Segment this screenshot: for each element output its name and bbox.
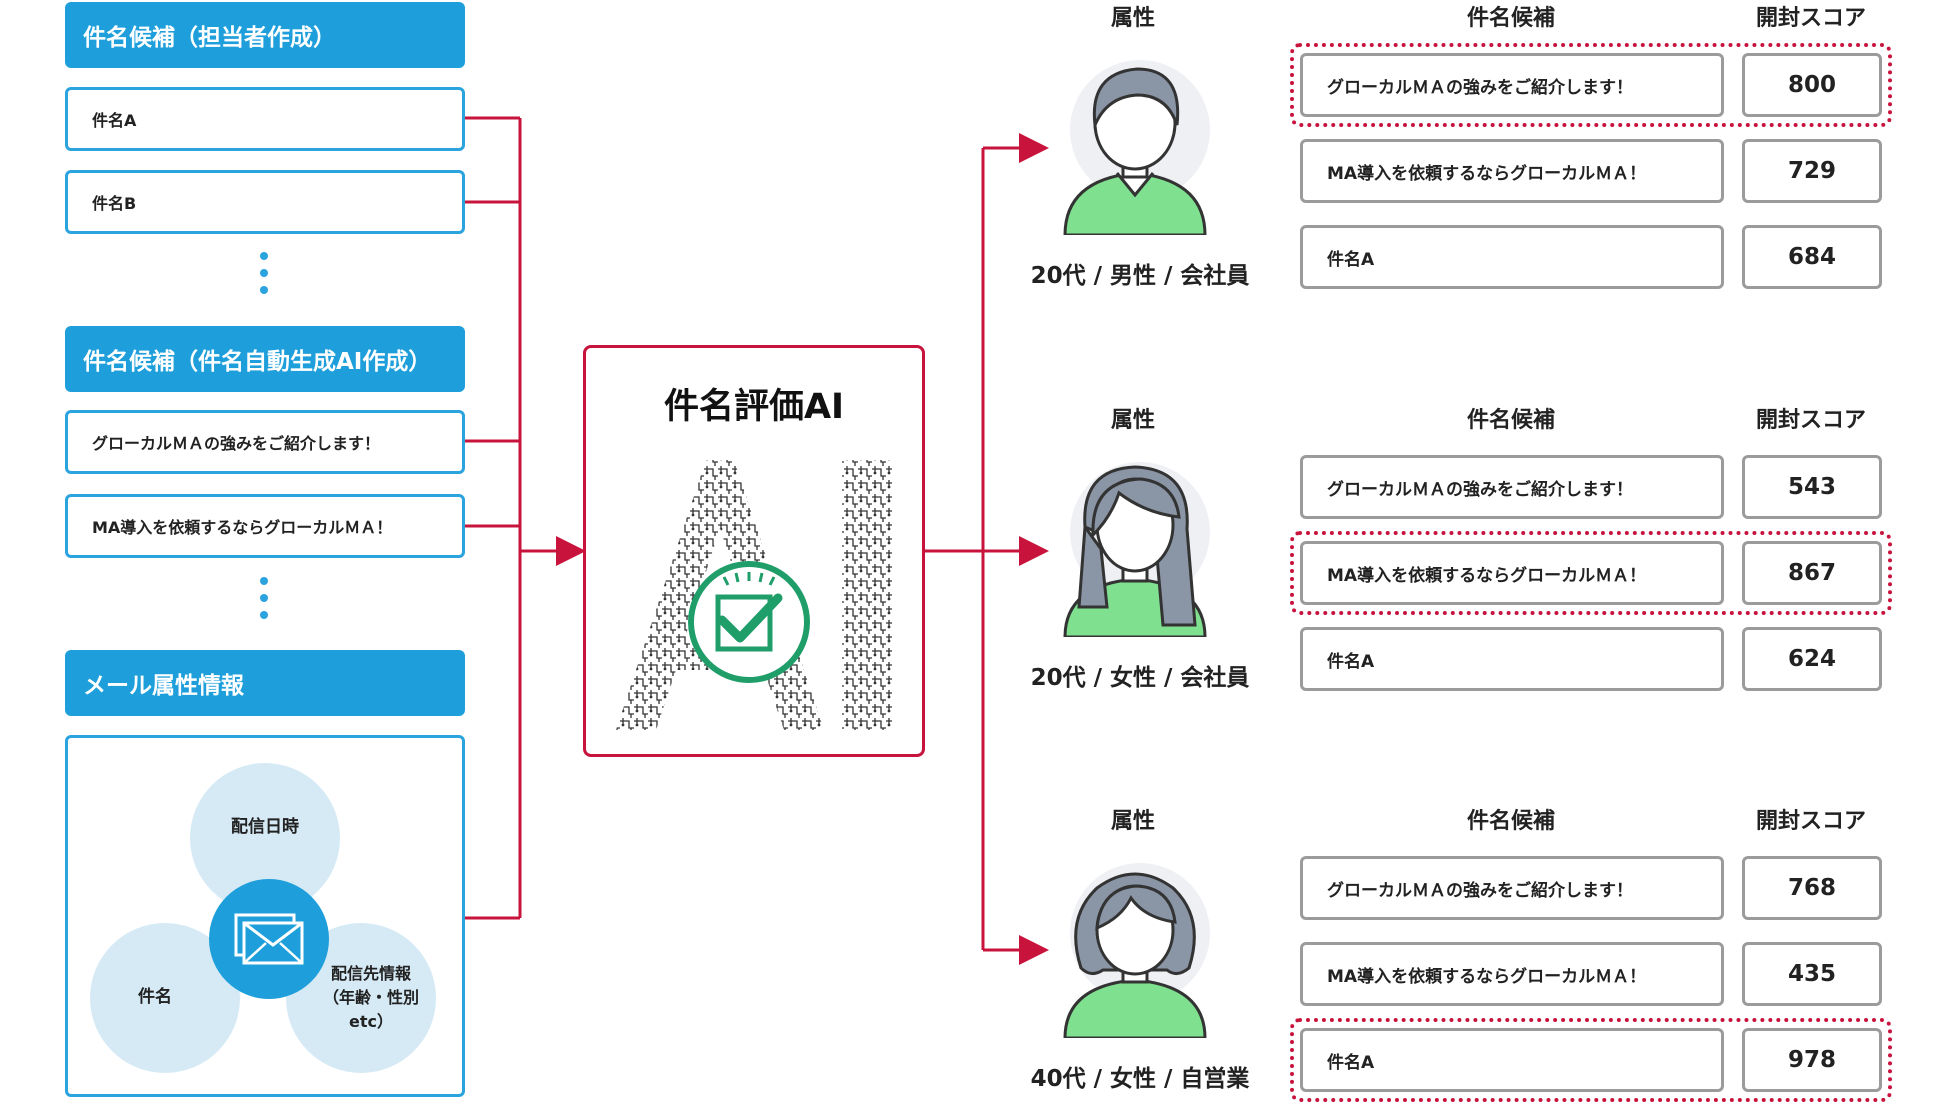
bubble-label: 件名 <box>138 987 172 1008</box>
ai-candidate-2: MA導入を依頼するならグローカルＭＡ！ <box>65 494 465 558</box>
open-score: 800 <box>1742 53 1882 117</box>
open-score: 867 <box>1742 541 1882 605</box>
open-score: 543 <box>1742 455 1882 519</box>
mail-attributes-header: メール属性情報 <box>65 650 465 716</box>
bubble-label: 配信日時 <box>231 817 299 838</box>
subject-candidate: グローカルＭＡの強みをご紹介します！ <box>1300 856 1724 920</box>
column-header-attribute: 属性 <box>1111 408 1156 433</box>
evaluation-ai-title: 件名評価AI <box>663 387 845 427</box>
open-score: 978 <box>1742 1028 1882 1092</box>
subject-evaluation-ai-box: 件名評価AI <box>583 345 925 757</box>
column-header-open-score: 開封スコア <box>1756 6 1867 31</box>
bubble-label-line1: 配信先情報 <box>330 964 411 983</box>
column-header-subject-candidates: 件名候補 <box>1467 408 1556 433</box>
subject-candidate: MA導入を依頼するならグローカルＭＡ！ <box>1300 541 1724 605</box>
subject-candidate: MA導入を依頼するならグローカルＭＡ！ <box>1300 942 1724 1006</box>
subject-candidate: グローカルＭＡの強みをご紹介します！ <box>1300 455 1724 519</box>
subject-candidate: MA導入を依頼するならグローカルＭＡ！ <box>1300 139 1724 203</box>
open-score: 684 <box>1742 225 1882 289</box>
ai-circuit-check-icon <box>616 460 892 730</box>
subject-candidate: 件名A <box>1300 225 1724 289</box>
mail-attributes-panel: 配信日時 件名 配信先情報 （年齢・性別 etc） <box>65 735 465 1097</box>
persona-label: 20代 / 男性 / 会社員 <box>1030 263 1250 289</box>
column-header-subject-candidates: 件名候補 <box>1467 809 1556 834</box>
column-header-attribute: 属性 <box>1111 809 1156 834</box>
top-score-highlight <box>1290 43 1892 127</box>
ai-candidates-header: 件名候補（件名自動生成AI作成） <box>65 326 465 392</box>
envelope-icon <box>209 879 329 999</box>
subject-candidate: グローカルＭＡの強みをご紹介します！ <box>1300 53 1724 117</box>
column-header-attribute: 属性 <box>1111 6 1156 31</box>
male-person-icon <box>1045 55 1225 237</box>
manual-candidates-header: 件名候補（担当者作成） <box>65 2 465 68</box>
bubble-label: 配信先情報 （年齢・性別 etc） <box>306 962 436 1034</box>
ai-candidate-1: グローカルＭＡの強みをご紹介します！ <box>65 410 465 474</box>
open-score: 435 <box>1742 942 1882 1006</box>
open-score: 768 <box>1742 856 1882 920</box>
persona-label: 20代 / 女性 / 会社員 <box>1030 665 1250 691</box>
column-header-open-score: 開封スコア <box>1756 408 1867 433</box>
subject-candidate: 件名A <box>1300 627 1724 691</box>
ellipsis-dots <box>260 577 268 628</box>
candidate-subject-a: 件名A <box>65 87 465 151</box>
ellipsis-dots <box>260 252 268 303</box>
candidate-subject-b: 件名B <box>65 170 465 234</box>
persona-label: 40代 / 女性 / 自営業 <box>1030 1066 1250 1092</box>
column-header-open-score: 開封スコア <box>1756 809 1867 834</box>
female-short-hair-person-icon <box>1045 858 1225 1040</box>
subject-candidate: 件名A <box>1300 1028 1724 1092</box>
bubble-label-line2: （年齢・性別 etc） <box>322 988 419 1031</box>
top-score-highlight <box>1290 531 1892 615</box>
open-score: 729 <box>1742 139 1882 203</box>
female-long-hair-person-icon <box>1045 457 1225 639</box>
open-score: 624 <box>1742 627 1882 691</box>
column-header-subject-candidates: 件名候補 <box>1467 6 1556 31</box>
